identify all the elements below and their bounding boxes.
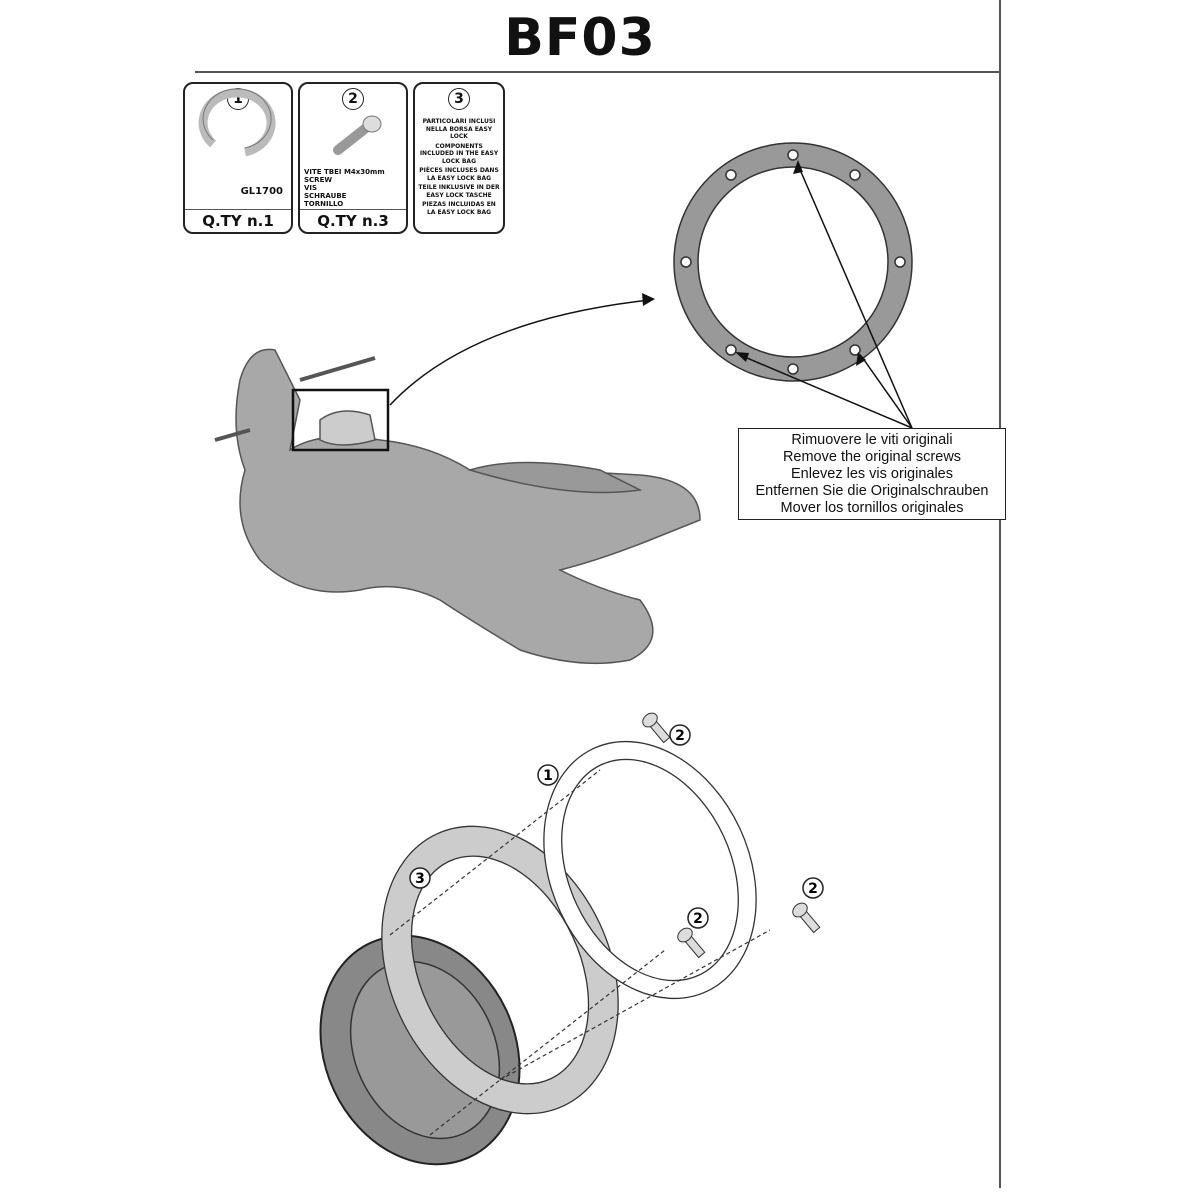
assembly-lines — [389, 769, 771, 1136]
page-title: BF03 — [504, 8, 656, 68]
part-card-ring: 1 GL1700 Q.TY n.1 — [183, 82, 293, 234]
part-number: 3 — [448, 88, 470, 110]
part-qty: Q.TY n.3 — [300, 209, 406, 232]
title-divider — [195, 71, 1000, 73]
tank-cap-highlight — [291, 388, 390, 452]
callout-line: Enlevez les vis originales — [791, 466, 953, 482]
pointer-arrows — [389, 164, 913, 429]
remove-screws-callout: Rimuovere le viti originali Remove the o… — [738, 428, 1006, 520]
screws — [642, 712, 821, 959]
callout-line: Mover los tornillos originales — [780, 500, 964, 516]
part-labels — [409, 724, 824, 929]
ring-icon — [198, 88, 276, 157]
part-number: 2 — [342, 88, 364, 110]
callout-line: Remove the original screws — [782, 449, 962, 465]
page-border — [999, 0, 1001, 1188]
callout-line: Rimuovere le viti originali — [791, 432, 953, 448]
part-code: GL1700 — [240, 186, 283, 197]
label-screw: 2 — [808, 881, 818, 897]
motorcycle-illustration — [214, 348, 701, 665]
screw-icon — [333, 115, 382, 155]
label-plate: 3 — [415, 871, 425, 887]
part-qty: Q.TY n.1 — [185, 209, 291, 232]
tank-flange-detail — [673, 142, 913, 382]
bag-components-description: PARTICOLARI INCLUSI NELLA BORSA EASY LOC… — [418, 118, 500, 216]
label-screw: 2 — [675, 728, 685, 744]
flange-ring — [543, 740, 757, 1000]
label-ring: 1 — [543, 768, 553, 784]
part-card-bag-components: 3 PARTICOLARI INCLUSI NELLA BORSA EASY L… — [413, 82, 505, 234]
callout-line: Entfernen Sie die Originalschrauben — [755, 483, 989, 499]
label-screw: 2 — [693, 911, 703, 927]
